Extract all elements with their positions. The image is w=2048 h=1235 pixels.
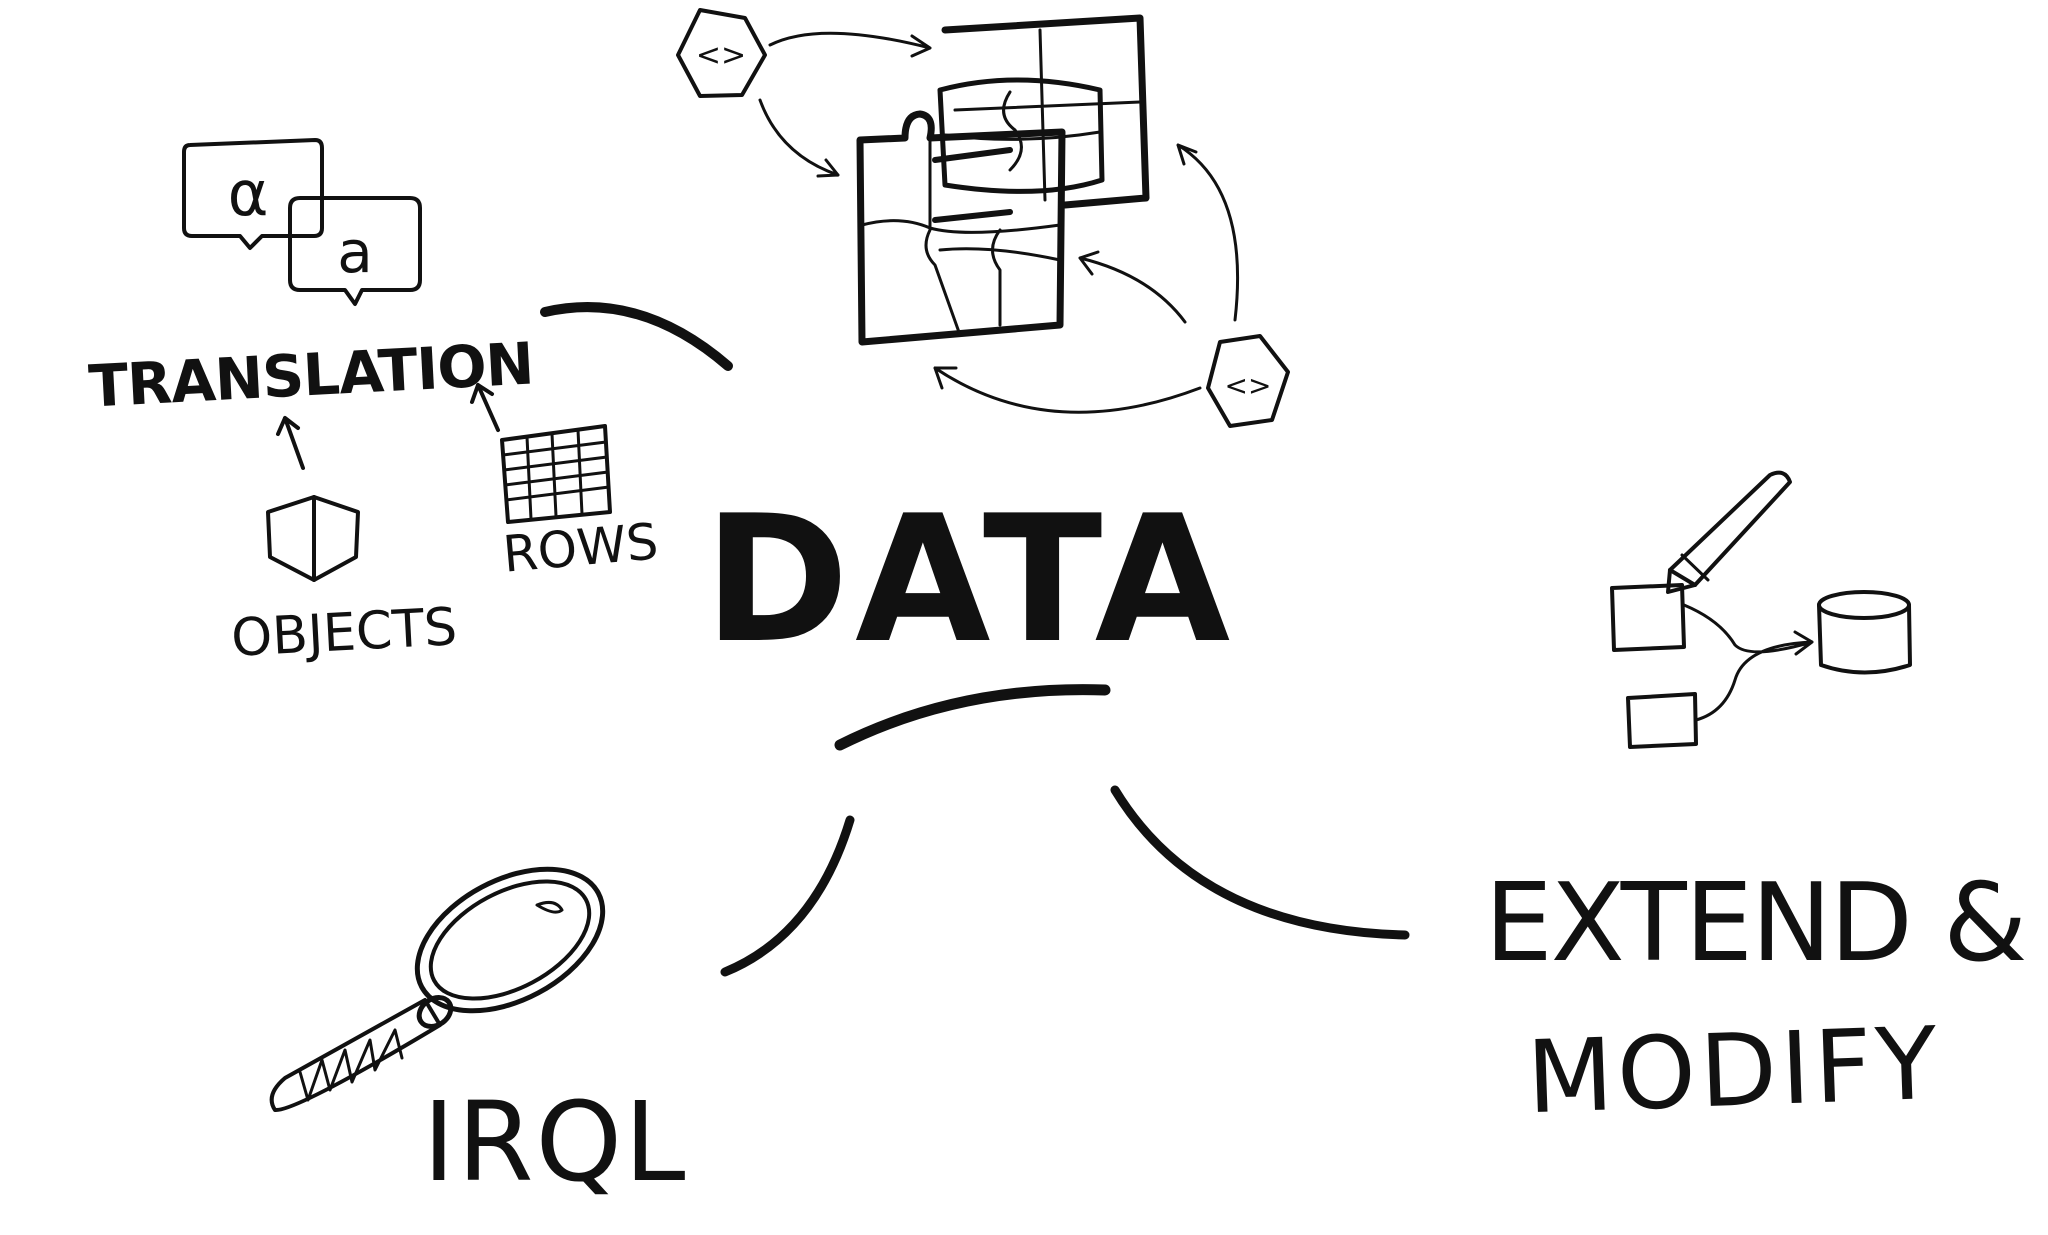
branch-to-extend: [1110, 785, 1410, 940]
puzzle-icon: [856, 14, 1150, 346]
irql-group: IRQL: [269, 866, 688, 1206]
branch-to-irql: [720, 815, 855, 977]
translation-group: α a TRANSLATION OBJECTS ROWS: [87, 138, 661, 669]
speech-bubble-alpha-icon: α: [182, 138, 324, 250]
svg-text:<>: <>: [1225, 369, 1272, 402]
arrow-hex-to-puzzle-left-icon: [758, 98, 840, 178]
code-hex-top-icon: <>: [676, 8, 767, 98]
rows-label: ROWS: [501, 512, 661, 583]
magnifying-glass-icon: [269, 866, 606, 1113]
objects-arrow-icon: [276, 416, 305, 470]
branch-to-translation: [540, 302, 733, 371]
extend-group: EXTEND & MODIFY: [1484, 470, 2028, 1136]
rows-arrow-icon: [470, 383, 500, 432]
pen-diagram-icon: [1610, 470, 1912, 749]
translation-title: TRANSLATION: [87, 329, 535, 420]
speech-bubble-a-icon: a: [288, 196, 422, 306]
bubble-a-text: a: [337, 218, 373, 286]
arrow-hex-to-puzzle-top-icon: [768, 31, 932, 58]
code-hex-bottom-icon: <>: [1206, 334, 1290, 428]
extend-line1: EXTEND &: [1484, 861, 2025, 986]
svg-text:<>: <>: [696, 38, 746, 73]
objects-label: OBJECTS: [230, 597, 459, 669]
extend-line2: MODIFY: [1525, 1005, 1943, 1136]
arrow-hex-to-puzzle-mid-icon: [1078, 250, 1187, 324]
object-cube-icon: [266, 495, 360, 582]
irql-label: IRQL: [423, 1078, 688, 1206]
bubble-alpha-text: α: [228, 157, 269, 230]
arrow-hex-to-puzzle-bottom-icon: [933, 366, 1202, 414]
arrow-hex-to-puzzle-right-icon: [1176, 143, 1240, 322]
puzzle-group: <> <>: [676, 8, 1290, 428]
rows-table-icon: [500, 424, 612, 524]
data-center-label: DATA: [704, 479, 1236, 682]
data-underline: [834, 684, 1111, 751]
